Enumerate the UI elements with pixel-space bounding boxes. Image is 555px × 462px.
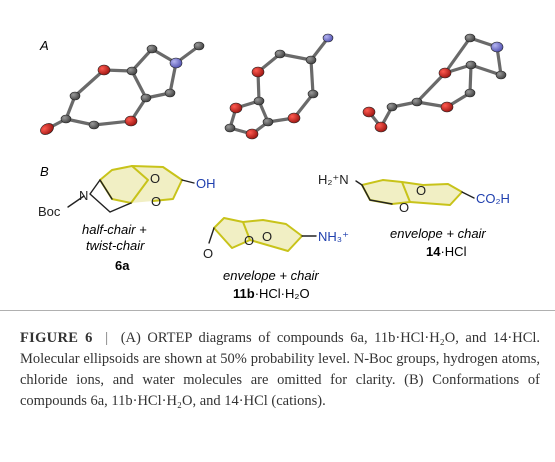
figure-caption: FIGURE 6 | (A) ORTEP diagrams of compoun…	[20, 328, 540, 412]
panel-b-label: B	[40, 164, 49, 179]
structure-11b	[208, 217, 317, 252]
structure-6a	[67, 165, 195, 213]
ortep-14	[367, 36, 503, 129]
s11b-o3: O	[262, 229, 272, 244]
s11b-nh3: NH₃⁺	[318, 229, 349, 244]
ortep-6a-atoms	[40, 41, 205, 135]
structure-14	[355, 179, 475, 206]
s11b-conformation: envelope + chair	[223, 268, 319, 283]
s14-conformation: envelope + chair	[390, 226, 486, 241]
s14-o2: O	[399, 200, 409, 215]
s6a-o1: O	[150, 171, 160, 186]
s14-o1: O	[416, 183, 426, 198]
s14-compound-label: 14·HCl	[426, 244, 467, 259]
figure-label: FIGURE 6	[20, 330, 93, 346]
s6a-boc: Boc	[38, 204, 61, 219]
s6a-n: N	[79, 188, 88, 203]
s11b-compound-label: 11b·HCl·H₂O	[233, 286, 310, 301]
s14-co2h: CO₂H	[476, 191, 510, 206]
s6a-o2: O	[151, 194, 161, 209]
s6a-conformation-line2: twist-chair	[86, 238, 145, 253]
s6a-oh: OH	[196, 176, 216, 191]
s11b-o1: O	[203, 246, 213, 261]
s14-h2n: H₂⁺N	[318, 172, 349, 187]
figure-artwork: O O OH N Boc O O O NH₃⁺ H₂⁺N O O CO₂H	[38, 33, 510, 261]
panel-a-label: A	[40, 38, 49, 53]
caption-separator: |	[105, 330, 109, 346]
s6a-compound-label: 6a	[115, 258, 130, 273]
caption-divider	[0, 310, 555, 311]
s6a-conformation-line1: half-chair +	[82, 222, 147, 237]
ortep-14-atoms	[362, 33, 507, 133]
s11b-o2: O	[244, 233, 254, 248]
caption-text: (A) ORTEP diagrams of compounds 6a, 11b·…	[20, 330, 541, 409]
ortep-11b-atoms	[224, 33, 334, 140]
